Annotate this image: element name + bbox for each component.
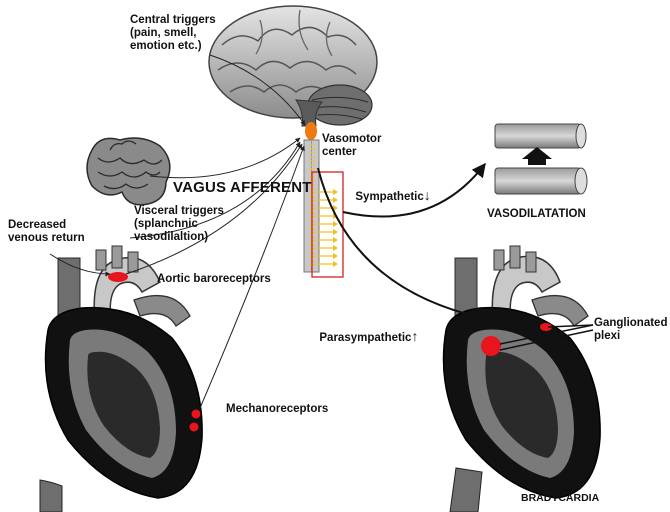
vasomotor-center-label: Vasomotor center [322,133,381,159]
brain-icon [209,6,377,126]
aortic-baroreceptor-dot [108,272,128,282]
aortic-baroreceptors-label: Aortic baroreceptors [157,273,271,286]
sympathetic-label: Sympathetic↓ [349,176,431,204]
blood-vessel-icon [495,124,587,194]
parasympathetic-text: Parasympathetic [319,332,411,344]
decreased-venous-return-label: Decreased venous return [8,219,85,245]
visceral-trigger-arrow [150,138,300,178]
vasomotor-center-dot [305,122,317,140]
mechanoreceptor-dot-1 [192,410,201,419]
vasodilatation-label: VASODILATATION [487,208,586,221]
mechanoreceptors-label: Mechanoreceptors [226,403,328,416]
sympathetic-text: Sympathetic [355,191,423,203]
central-triggers-label: Central triggers (pain, smell, emotion e… [130,14,216,53]
heart-icon [444,246,601,512]
ganglionated-plexi-label: Ganglionated plexi [594,317,667,343]
parasympathetic-up-arrow: ↑ [411,328,418,344]
vagus-afferent-label: VAGUS AFFERENT [173,181,312,194]
sinoatrial-node-dot [481,336,501,356]
bradycardia-label: BRADYCARDIA [521,492,599,505]
parasympathetic-label: Parasympathetic↑ [313,317,418,345]
intestines-icon [87,138,170,205]
visceral-triggers-label: Visceral triggers (splanchnic vasodilalt… [134,205,224,244]
sympathetic-down-arrow: ↓ [424,187,431,203]
mechanoreceptor-dot-2 [190,423,199,432]
